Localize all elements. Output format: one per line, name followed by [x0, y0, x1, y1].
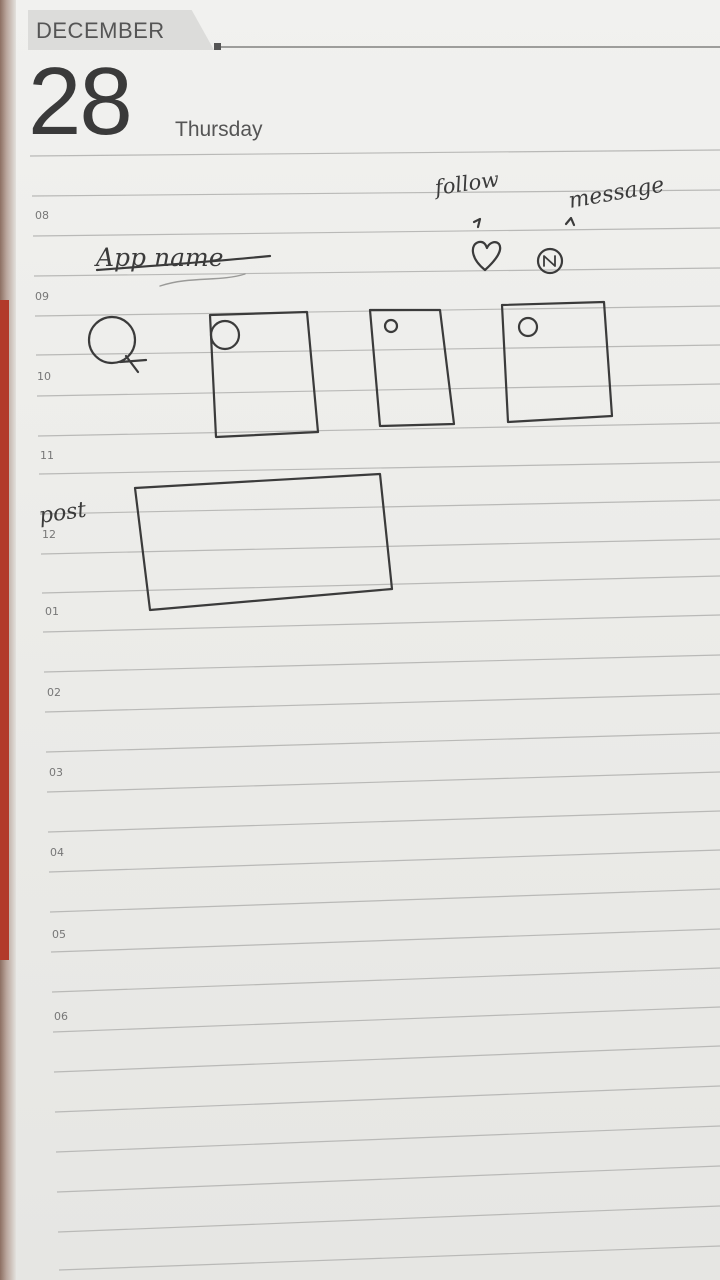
- hour-label-11: 11: [40, 449, 54, 462]
- post-text: post: [37, 498, 88, 529]
- cover-edge: [0, 300, 9, 960]
- message-pointer-arrow: [564, 216, 576, 227]
- hour-label-04: 04: [50, 846, 64, 859]
- story-card-3[interactable]: [500, 300, 614, 424]
- month-label: DECEMBER: [36, 18, 165, 43]
- story-avatar-1: [209, 319, 241, 351]
- hour-label-05: 05: [52, 928, 66, 941]
- story-card-2[interactable]: [368, 308, 456, 428]
- hour-label-09: 09: [35, 290, 49, 303]
- story-card-1[interactable]: [208, 310, 320, 439]
- hour-label-10: 10: [37, 370, 51, 383]
- hour-label-08: 08: [35, 209, 49, 222]
- heart-icon[interactable]: [471, 240, 502, 272]
- ruled-lines: [29, 149, 720, 1271]
- search-icon[interactable]: [87, 315, 137, 365]
- header-rule: [214, 46, 720, 48]
- follow-pointer-arrow: [472, 217, 482, 229]
- app-name-text: App name: [94, 243, 224, 272]
- hour-label-01: 01: [45, 605, 59, 618]
- hour-label-06: 06: [54, 1010, 68, 1023]
- hour-label-12: 12: [42, 528, 56, 541]
- header-rule-marker: [214, 43, 221, 50]
- message-icon[interactable]: [536, 247, 564, 275]
- day-number: 28: [28, 48, 133, 155]
- story-avatar-3: [517, 316, 539, 338]
- weekday-label: Thursday: [175, 118, 263, 141]
- erased-scribble: [159, 273, 246, 287]
- hour-label-03: 03: [49, 766, 63, 779]
- follow-text: follow: [431, 167, 500, 200]
- message-text: message: [567, 172, 667, 213]
- hour-label-02: 02: [47, 686, 61, 699]
- app-name-underline: [95, 254, 272, 272]
- post-box[interactable]: [133, 472, 394, 612]
- story-avatar-2: [383, 318, 399, 334]
- month-tab: [28, 10, 214, 50]
